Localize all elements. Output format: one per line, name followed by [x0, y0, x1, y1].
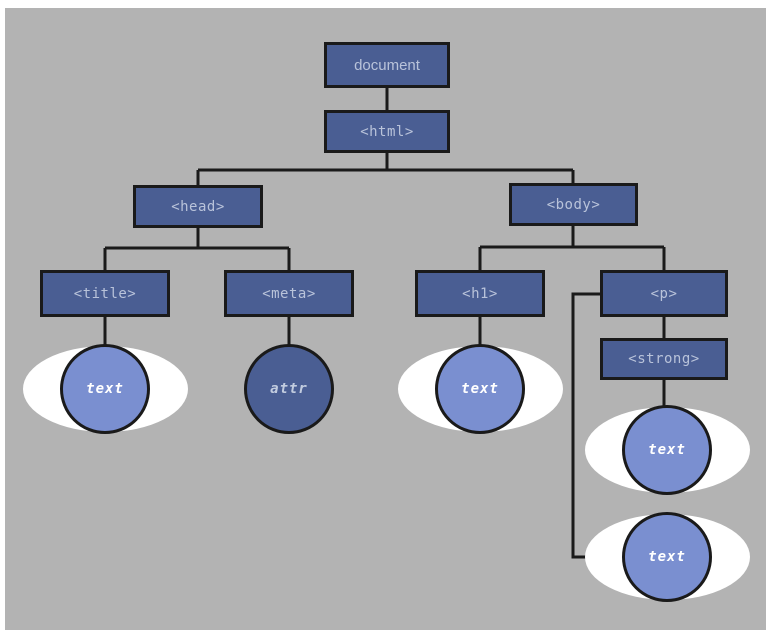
- node-body[interactable]: <body>: [509, 183, 638, 226]
- node-title-text[interactable]: text: [60, 344, 150, 434]
- node-h1-text[interactable]: text: [435, 344, 525, 434]
- node-p[interactable]: <p>: [600, 270, 728, 317]
- node-title[interactable]: <title>: [40, 270, 170, 317]
- node-strong-text[interactable]: text: [622, 405, 712, 495]
- node-document[interactable]: document: [324, 42, 450, 88]
- node-p-text[interactable]: text: [622, 512, 712, 602]
- node-html[interactable]: <html>: [324, 110, 450, 153]
- node-head[interactable]: <head>: [133, 185, 263, 228]
- node-meta[interactable]: <meta>: [224, 270, 354, 317]
- node-strong[interactable]: <strong>: [600, 338, 728, 380]
- node-h1[interactable]: <h1>: [415, 270, 545, 317]
- node-meta-attr[interactable]: attr: [244, 344, 334, 434]
